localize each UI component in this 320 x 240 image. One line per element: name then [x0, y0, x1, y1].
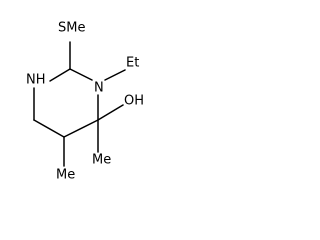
oh-label: OH	[124, 94, 144, 109]
bond-n3-et	[104, 69, 126, 81]
me-c5-label: Me	[56, 168, 75, 183]
chemical-structure: SMe NH N Et OH Me Me	[26, 21, 144, 183]
bond-c2-n1	[49, 68, 71, 82]
nh-label: NH	[26, 73, 46, 88]
bond-c4-oh	[97, 104, 124, 121]
sme-label: SMe	[58, 21, 85, 36]
me-c4-label: Me	[92, 153, 111, 168]
n-label: N	[94, 81, 104, 96]
bond-n3-c2	[69, 68, 93, 81]
et-label: Et	[126, 56, 139, 71]
bond-c5-c4	[63, 119, 99, 138]
bond-c6-c5	[33, 119, 65, 138]
